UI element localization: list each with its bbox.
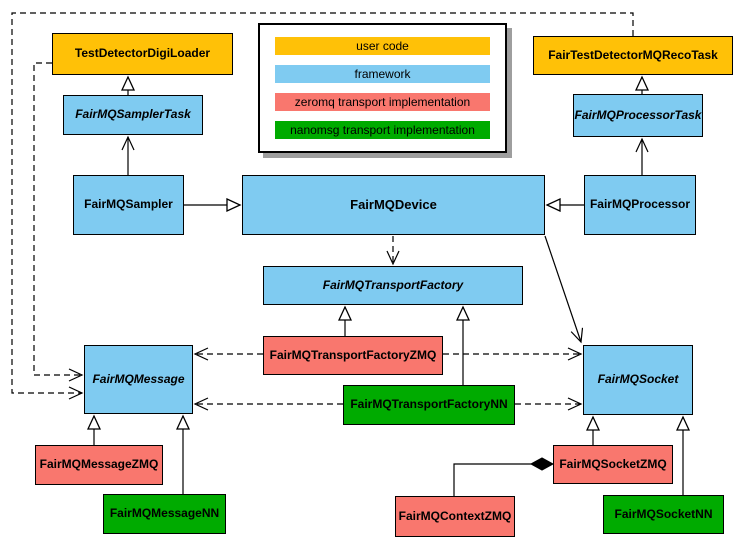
node-fairmqtransportfactoryzmq: FairMQTransportFactoryZMQ bbox=[263, 336, 443, 375]
node-label: FairMQSocketZMQ bbox=[559, 456, 667, 471]
node-fairtestdetectormqrecotask: FairTestDetectorMQRecoTask bbox=[533, 36, 733, 75]
node-label: FairMQSocket bbox=[597, 372, 679, 387]
node-label: FairTestDetectorMQRecoTask bbox=[548, 47, 718, 62]
legend-item-nanomsg: nanomsg transport implementation bbox=[275, 121, 490, 139]
node-fairmqsocketnn: FairMQSocketNN bbox=[603, 495, 724, 534]
legend-item-framework: framework bbox=[275, 65, 490, 83]
node-fairmqmessagenn: FairMQMessageNN bbox=[103, 494, 226, 534]
node-label: FairMQSamplerTask bbox=[75, 107, 191, 122]
node-testdetectordigiloader: TestDetectorDigiLoader bbox=[52, 33, 233, 75]
node-fairmqprocessor: FairMQProcessor bbox=[584, 175, 696, 235]
node-fairmqdevice: FairMQDevice bbox=[242, 175, 545, 235]
edge-contextzmq-socketzmq bbox=[453, 463, 531, 496]
node-label: FairMQContextZMQ bbox=[398, 508, 512, 523]
node-label: FairMQMessageZMQ bbox=[39, 457, 159, 472]
edge-recotask-message bbox=[11, 12, 634, 393]
node-label: FairMQMessageNN bbox=[109, 506, 220, 521]
node-fairmqmessagezmq: FairMQMessageZMQ bbox=[35, 445, 163, 485]
node-fairmqmessage: FairMQMessage bbox=[84, 345, 193, 414]
node-label: FairMQDevice bbox=[350, 196, 437, 212]
legend: user code framework zeromq transport imp… bbox=[258, 23, 507, 153]
node-label: FairMQTransportFactoryZMQ bbox=[269, 347, 437, 362]
node-fairmqsocket: FairMQSocket bbox=[583, 345, 693, 415]
legend-label: nanomsg transport implementation bbox=[290, 123, 475, 137]
edge-device-socket bbox=[544, 235, 581, 342]
node-label: FairMQMessage bbox=[92, 371, 185, 386]
node-label: FairMQProcessor bbox=[589, 197, 691, 212]
node-fairmqsampler: FairMQSampler bbox=[73, 175, 184, 235]
node-fairmqprocessortask: FairMQProcessorTask bbox=[573, 94, 703, 137]
node-fairmqcontextzmq: FairMQContextZMQ bbox=[395, 496, 515, 537]
node-label: FairMQProcessorTask bbox=[574, 107, 702, 122]
composition-diamond bbox=[529, 457, 555, 471]
legend-label: framework bbox=[354, 67, 411, 81]
node-fairmqtransportfactorynn: FairMQTransportFactoryNN bbox=[343, 385, 515, 425]
node-label: TestDetectorDigiLoader bbox=[74, 46, 211, 61]
legend-item-zeromq: zeromq transport implementation bbox=[275, 93, 490, 111]
node-label: FairMQSampler bbox=[84, 197, 173, 212]
node-label: FairMQSocketNN bbox=[614, 506, 713, 521]
legend-label: user code bbox=[356, 39, 409, 53]
edge-digiloader-message bbox=[33, 62, 82, 375]
legend-item-user-code: user code bbox=[275, 37, 490, 55]
node-fairmqsamplertask: FairMQSamplerTask bbox=[63, 95, 203, 135]
node-fairmqsocketzmq: FairMQSocketZMQ bbox=[553, 445, 673, 484]
node-fairmqtransportfactory: FairMQTransportFactory bbox=[263, 266, 523, 305]
node-label: FairMQTransportFactoryNN bbox=[350, 397, 508, 412]
legend-label: zeromq transport implementation bbox=[294, 95, 471, 109]
node-label: FairMQTransportFactory bbox=[322, 277, 464, 292]
